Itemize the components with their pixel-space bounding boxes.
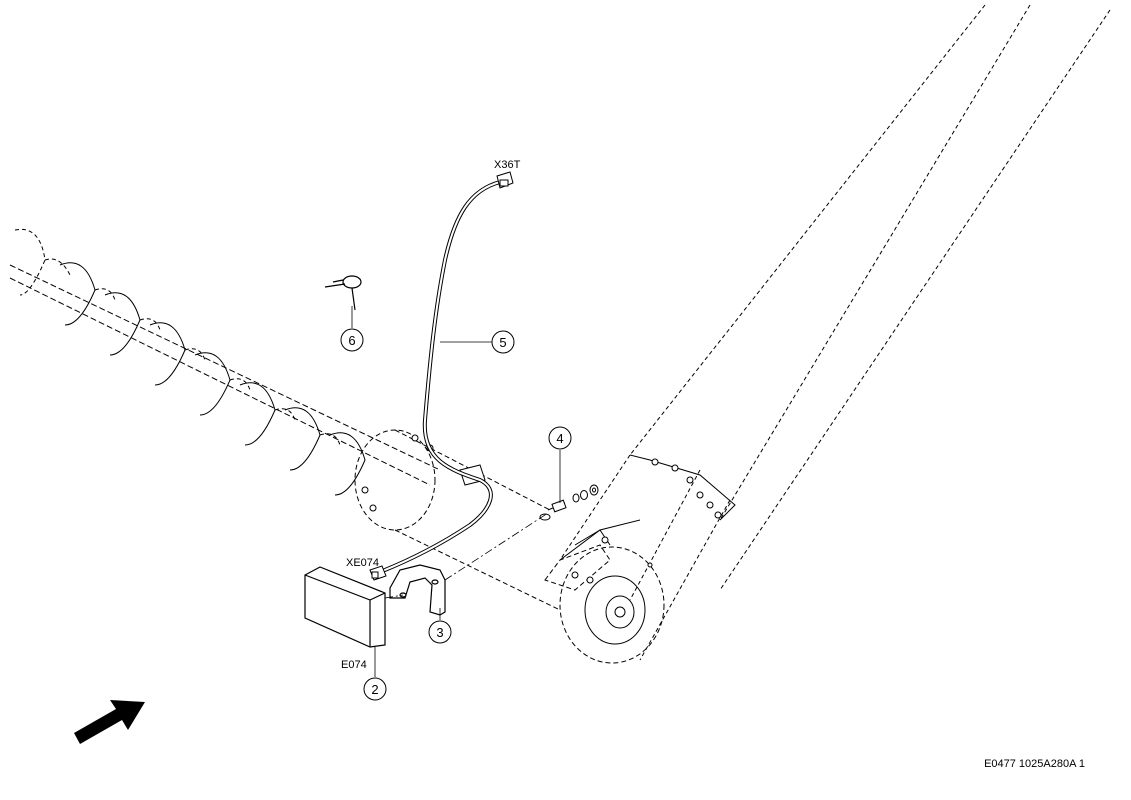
auger-end-housing [354, 429, 561, 611]
cable-tie [324, 275, 362, 311]
auger-end-bolts [361, 434, 486, 512]
sensor-box [304, 566, 386, 648]
callout-circle-4 [548, 426, 572, 450]
sensor-bracket [389, 564, 446, 616]
connector-x36t [496, 171, 514, 189]
leader-lines [351, 306, 561, 677]
conveyor-head [544, 454, 736, 664]
connector-xe074 [369, 565, 387, 581]
auger [9, 228, 441, 496]
assembly-lines [384, 512, 549, 599]
callout-circle-3 [428, 620, 452, 644]
callout-number-4: 4 [556, 431, 563, 446]
bolt-assembly [539, 484, 599, 521]
callout-number-6: 6 [348, 333, 355, 348]
reference-code: E0477 1025A280A 1 [984, 758, 1085, 770]
conveyor-housing [559, 4, 1111, 661]
callout-circle-2 [363, 677, 387, 701]
label-x36t: X36T [494, 159, 521, 171]
wiring-harness [379, 180, 501, 574]
callout-circle-5 [491, 330, 515, 354]
housing-bolts [571, 458, 722, 584]
label-xe074: XE074 [346, 557, 379, 569]
label-e074: E074 [341, 659, 367, 671]
callout-number-5: 5 [499, 335, 506, 350]
direction-arrow-icon [74, 700, 145, 744]
callout-number-3: 3 [436, 625, 443, 640]
callout-circles [340, 328, 572, 701]
callout-number-2: 2 [371, 682, 378, 697]
callout-circle-6 [340, 328, 364, 352]
